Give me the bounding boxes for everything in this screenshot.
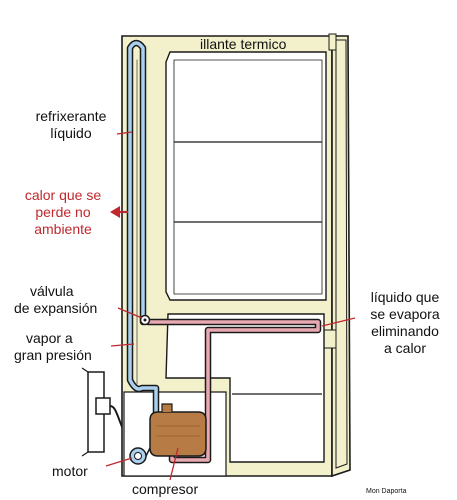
high-pressure-vapor-label: vapor a gran presión [14, 330, 92, 363]
leader-lines [105, 131, 356, 481]
heat-lost-label: calor que se perde no ambiente [24, 187, 102, 237]
compressor-label: compresor [132, 481, 199, 497]
expansion-valve-label: válvula de expansión [14, 283, 98, 316]
insulation-label: illante termico [200, 36, 287, 52]
liquid-refrigerant-label: refrixerante líquido [35, 108, 107, 141]
motor-label: motor [52, 463, 88, 479]
expansion-valve [139, 314, 151, 326]
motor [129, 447, 151, 465]
heat-arrow-icon [110, 206, 128, 218]
credit-label: Mon Daporta [366, 488, 407, 495]
compressor [149, 403, 207, 457]
evaporating-liquid-label: líquido que se evapora eliminando a calo… [370, 289, 440, 356]
condenser-coil [126, 39, 160, 430]
evaporator-tubing [144, 318, 322, 464]
freezer-compartment [165, 51, 327, 301]
